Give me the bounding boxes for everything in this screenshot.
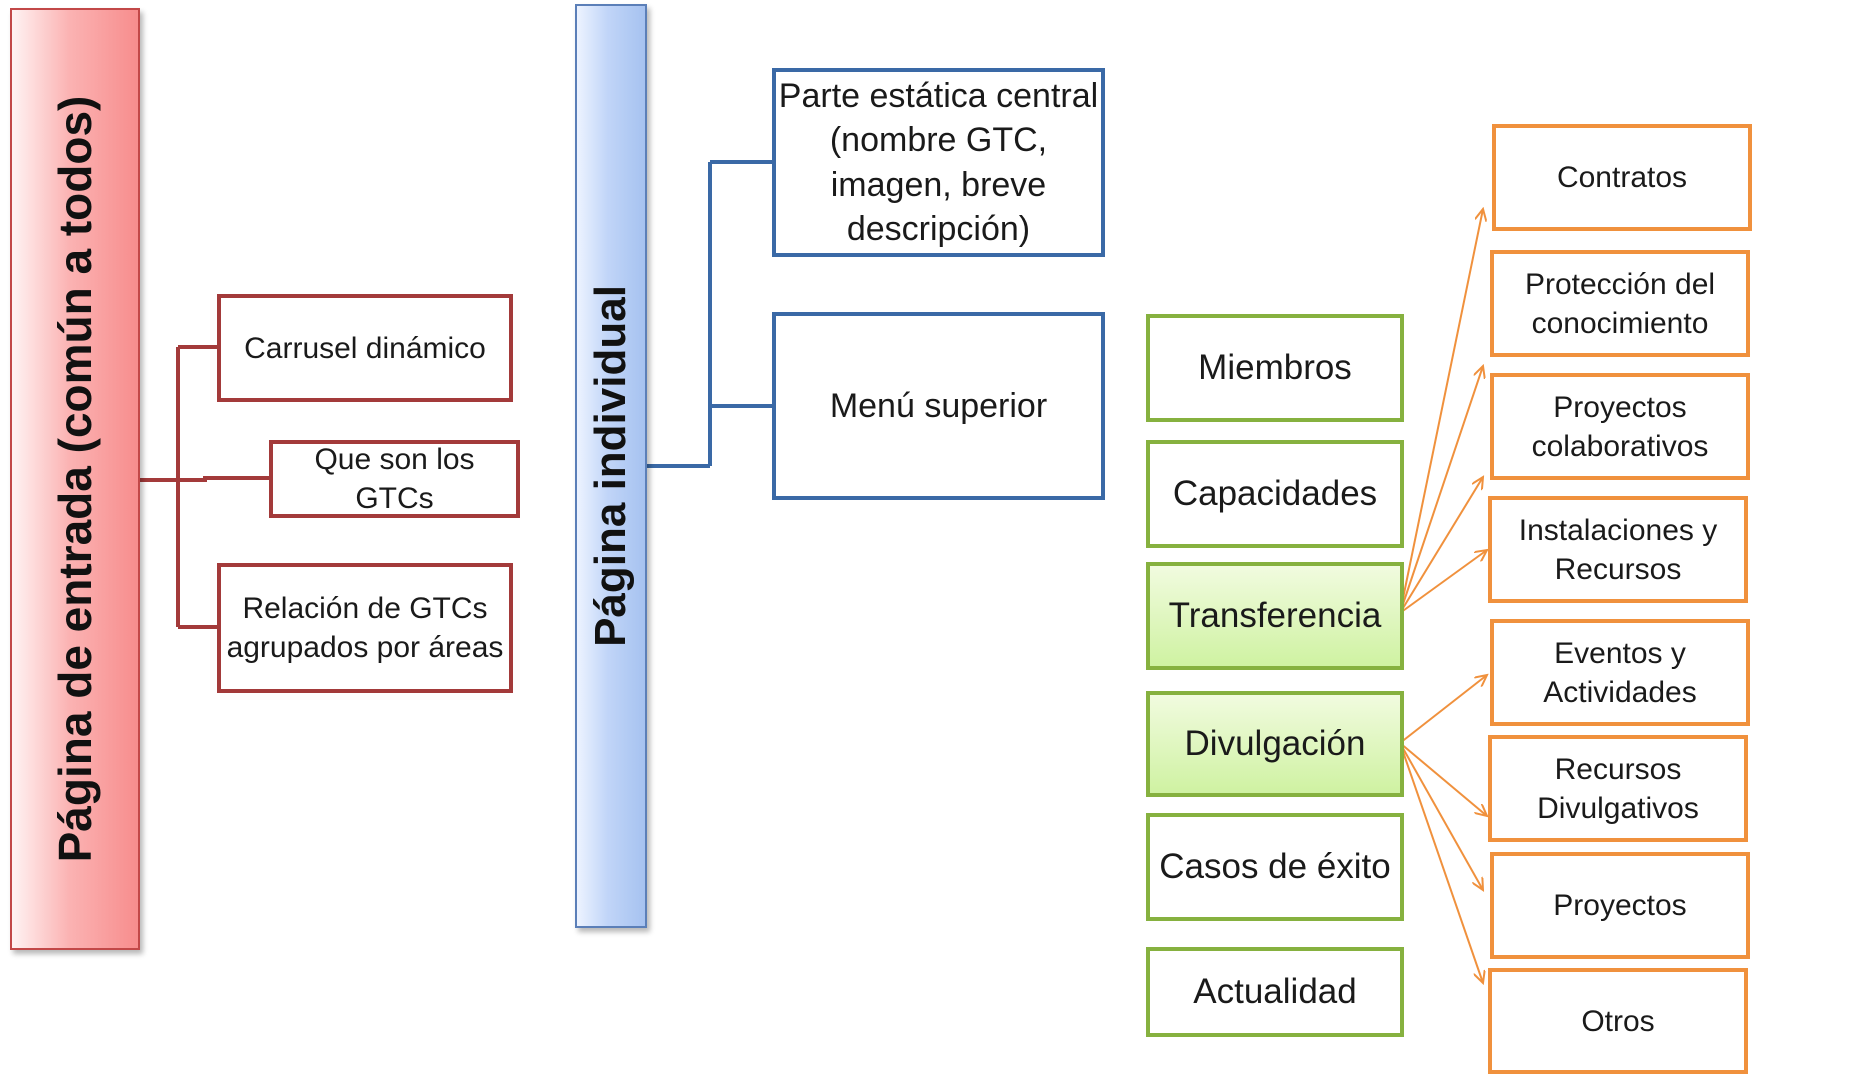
submenu-item-eventos: Eventos y Actividades — [1490, 619, 1750, 726]
submenu-item-label: Proyectos colaborativos — [1531, 390, 1709, 463]
menu-item-label: Transferencia — [1168, 596, 1382, 636]
submenu-item-instalaciones: Instalaciones y Recursos — [1488, 496, 1748, 603]
individual-page-bar: Página individual — [575, 4, 647, 928]
submenu-item-label: Protección del conocimiento — [1524, 267, 1716, 340]
individual-item-label: Menú superior — [829, 386, 1048, 425]
submenu-item-proyectos-colaborativos: Proyectos colaborativos — [1490, 373, 1750, 480]
entry-item-label: Carrusel dinámico — [244, 331, 486, 365]
menu-item-casos-exito: Casos de éxito — [1146, 813, 1404, 921]
entry-item-label: Relación de GTCs agrupados por áreas — [226, 592, 504, 664]
menu-item-label: Miembros — [1198, 348, 1352, 388]
individual-item-menu: Menú superior — [772, 312, 1105, 500]
individual-item-label: Parte estática central (nombre GTC, imag… — [778, 77, 1099, 248]
menu-item-transferencia: Transferencia — [1146, 562, 1404, 670]
submenu-arrows — [1399, 209, 1487, 983]
submenu-item-label: Otros — [1581, 1004, 1655, 1038]
submenu-item-label: Recursos Divulgativos — [1537, 752, 1699, 825]
menu-item-divulgacion: Divulgación — [1146, 691, 1404, 797]
entry-item-que-son: Que son los GTCs — [269, 440, 520, 518]
submenu-item-label: Proyectos — [1553, 889, 1687, 922]
entry-item-relacion: Relación de GTCs agrupados por áreas — [217, 563, 513, 693]
menu-item-label: Actualidad — [1193, 972, 1357, 1012]
submenu-item-otros: Otros — [1488, 968, 1748, 1074]
entry-item-carrusel: Carrusel dinámico — [217, 294, 513, 402]
menu-item-actualidad: Actualidad — [1146, 947, 1404, 1037]
submenu-item-contratos: Contratos — [1492, 124, 1752, 231]
menu-item-miembros: Miembros — [1146, 314, 1404, 422]
submenu-item-proyectos: Proyectos — [1490, 852, 1750, 959]
individual-item-central: Parte estática central (nombre GTC, imag… — [772, 68, 1105, 257]
individual-page-title: Página individual — [586, 285, 635, 647]
entry-connectors — [140, 345, 269, 629]
menu-item-capacidades: Capacidades — [1146, 440, 1404, 548]
individual-connectors — [647, 160, 772, 468]
entry-page-title: Página de entrada (común a todos) — [49, 95, 101, 863]
menu-item-label: Casos de éxito — [1159, 847, 1391, 887]
submenu-item-label: Eventos y Actividades — [1543, 636, 1697, 709]
submenu-item-label: Contratos — [1556, 161, 1688, 194]
entry-item-label: Que son los GTCs — [314, 443, 475, 515]
submenu-item-label: Instalaciones y Recursos — [1518, 513, 1718, 586]
menu-item-label: Capacidades — [1172, 474, 1378, 514]
submenu-item-proteccion: Protección del conocimiento — [1490, 250, 1750, 357]
submenu-item-recursos-divulgativos: Recursos Divulgativos — [1488, 735, 1748, 842]
menu-item-label: Divulgación — [1184, 724, 1366, 764]
entry-page-bar: Página de entrada (común a todos) — [10, 8, 140, 950]
